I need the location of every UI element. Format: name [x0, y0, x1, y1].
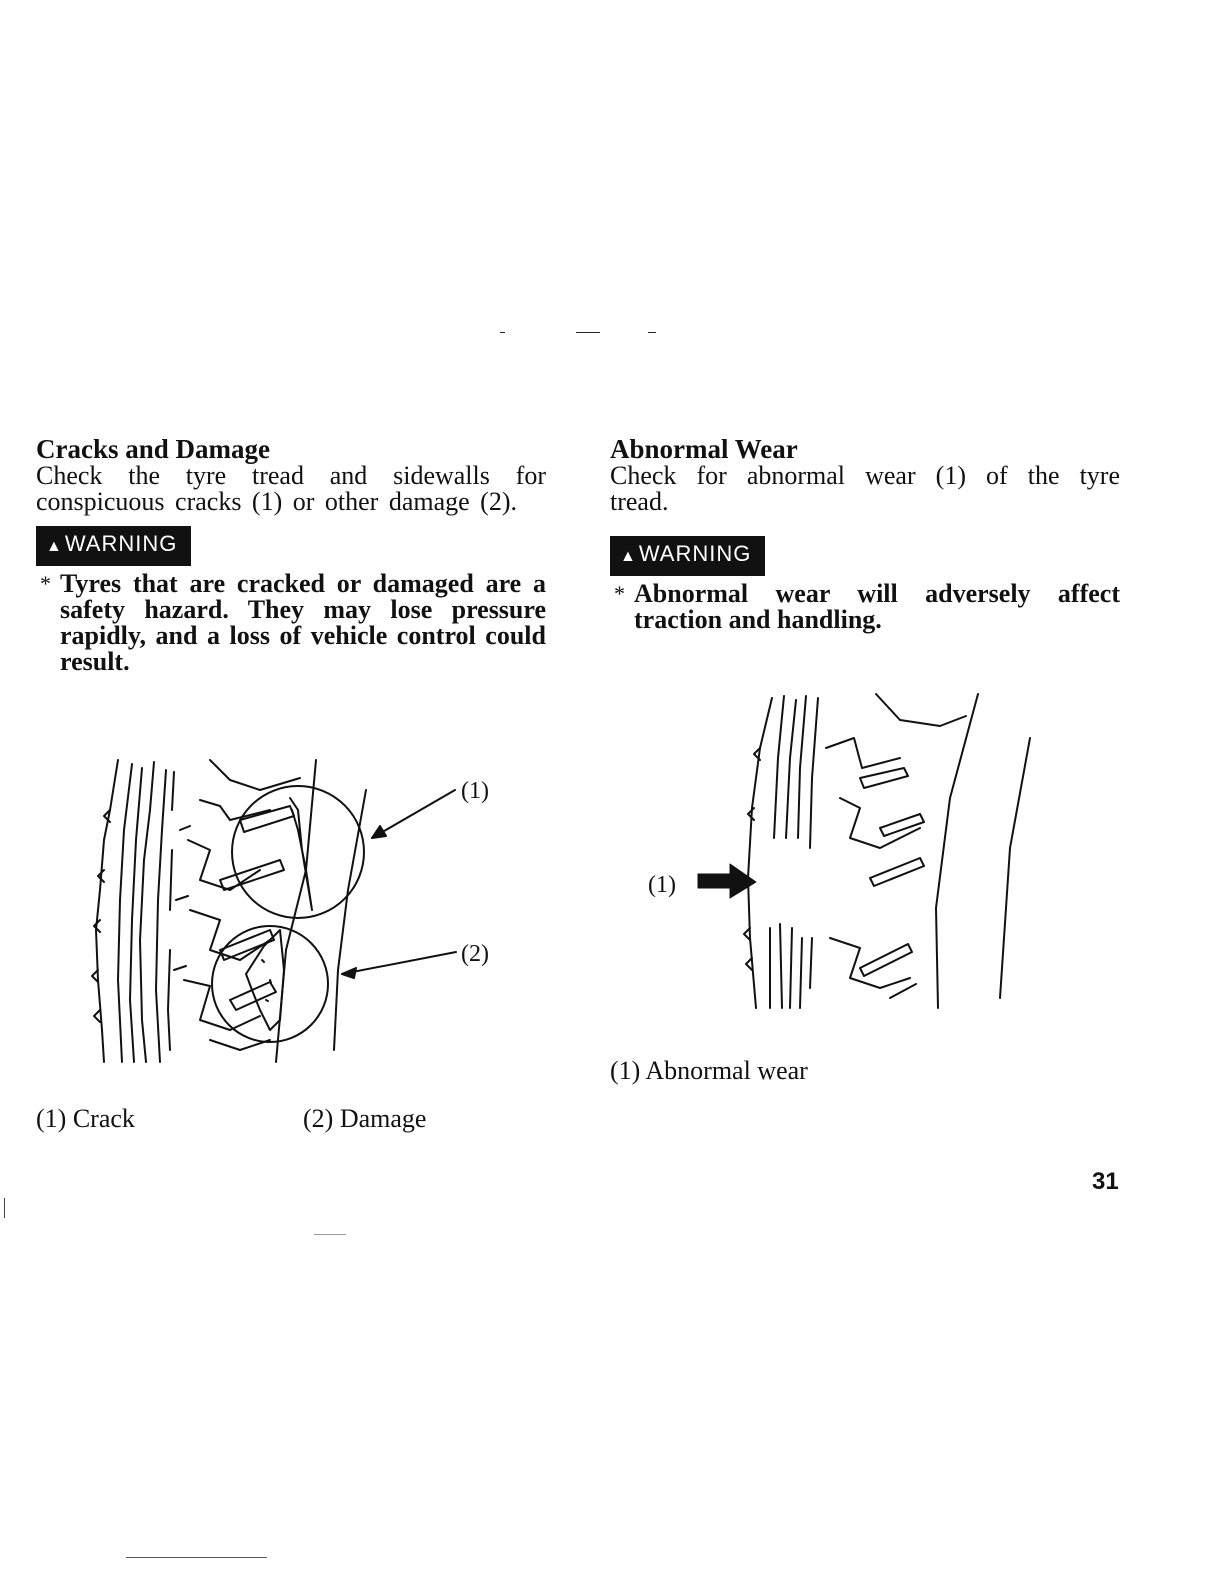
tyre-crack-damage-illustration: (1) (2) [91, 759, 489, 1063]
right-section: Abnormal Wear Check for abnormal wear (1… [610, 436, 1120, 633]
bullet-icon: * [614, 581, 625, 606]
scan-mark [648, 332, 656, 333]
callout-label: (1) [648, 872, 676, 898]
section-heading-cracks-damage: Cracks and Damage [36, 434, 270, 464]
warning-label: WARNING [64, 531, 178, 556]
caption-abnormal-wear: (1) Abnormal wear [610, 1056, 808, 1085]
warning-text: Tyres that are cracked or damaged are a … [60, 569, 546, 676]
callout-label: (2) [461, 941, 489, 967]
scan-mark [576, 332, 600, 333]
caption-crack: (1) Crack [36, 1104, 135, 1133]
scan-mark [4, 1198, 5, 1218]
page-number: 31 [1092, 1168, 1119, 1195]
bullet-icon: * [40, 571, 51, 596]
warning-triangle-icon: ▲ [46, 538, 63, 555]
warning-triangle-icon: ▲ [620, 548, 637, 565]
section-body-cracks-damage: Check the tyre tread and sidewalls for c… [36, 461, 546, 516]
warning-text: Abnormal wear will adversely affect trac… [634, 579, 1120, 634]
scan-mark [500, 332, 505, 333]
section-body-abnormal-wear: Check for abnormal wear (1) of the tyre … [610, 461, 1120, 516]
warning-badge: ▲WARNING [36, 526, 192, 566]
tyre-abnormal-wear-illustration: (1) [648, 693, 1031, 1009]
callout-label: (1) [461, 778, 489, 804]
warning-label: WARNING [638, 541, 752, 566]
warning-text-abnormal-wear: * Abnormal wear will adversely affect tra… [610, 581, 1120, 633]
caption-damage: (2) Damage [303, 1104, 427, 1133]
section-heading-abnormal-wear: Abnormal Wear [610, 434, 798, 464]
left-section: Cracks and Damage Check the tyre tread a… [36, 436, 546, 675]
warning-badge: ▲WARNING [610, 536, 766, 576]
scan-mark [126, 1557, 267, 1558]
warning-text-cracks: * Tyres that are cracked or damaged are a… [36, 571, 546, 675]
scan-mark [314, 1234, 346, 1235]
